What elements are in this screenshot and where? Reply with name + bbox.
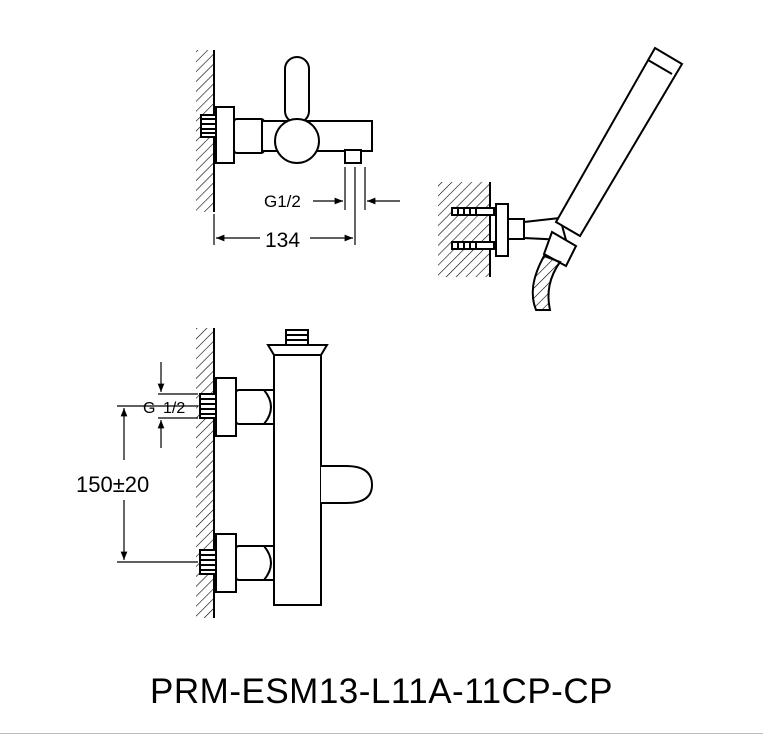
center-distance-label: 150±20 <box>76 472 149 497</box>
front-view-mixer <box>196 328 374 618</box>
divider <box>0 733 763 734</box>
top-view-mixer <box>196 50 373 212</box>
thread-size-top-label: G1/2 <box>264 192 301 211</box>
thread-size-side-g-label: G <box>143 400 155 417</box>
side-dimensions <box>117 362 198 563</box>
wall-hatch-2 <box>438 182 490 277</box>
top-dimensions <box>213 167 400 245</box>
length-dimension-label: 134 <box>265 229 300 252</box>
thread-size-side-label: 1/2 <box>163 400 185 417</box>
model-code: PRM-ESM13-L11A-11CP-CP <box>150 672 613 711</box>
hand-shower <box>438 46 684 311</box>
